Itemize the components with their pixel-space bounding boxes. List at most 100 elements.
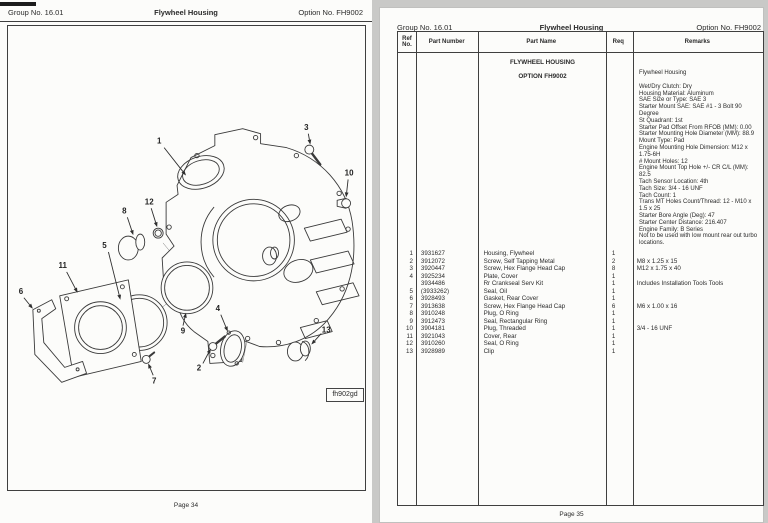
cell-remarks: M8 x 1.25 x 15 [636,257,678,265]
page-34: Group No. 16.01 Flywheel Housing Option … [0,0,372,523]
cell-part_name: Plug, O Ring [483,310,519,317]
cell-part_number: 3934486 [420,280,445,287]
cell-part_number: 3912473 [420,317,445,325]
cell-ref: 7 [409,302,413,310]
threaded-plug [336,197,352,209]
column-header: Part Number [428,38,465,45]
cell-remarks [632,340,763,348]
column-divider [416,32,417,505]
cover-plate-small [220,330,246,367]
header-rule [0,21,372,22]
cell-ref: 12 [406,340,413,347]
remarks-heading: Flywheel Housing [639,70,687,76]
cell-ref: 4 [409,272,413,280]
cell-req: 1 [611,325,616,332]
spec-line: Engine Mount Top Hole +/- CR C/L (MM): 8… [639,165,749,179]
rear-cover-plate [59,279,142,378]
callout-number: 12 [145,197,154,206]
o-ring-plug [117,233,146,261]
cell-req: 1 [611,287,616,295]
cell-part_name: Screw, Hex Flange Head Cap [483,302,566,310]
column-divider [478,32,479,505]
cell-part_name: Seal, O Ring [483,340,519,347]
callout-number: 3 [304,123,309,132]
option-number: Option No. FH9002 [298,8,363,17]
cell-req: 1 [611,340,616,347]
callout-number: 5 [102,241,107,250]
page-title: Flywheel Housing [154,8,218,17]
spec-line: Starter Mounting Hole Diameter (MM): 88.… [639,131,755,138]
spec-line: SAE Size or Type: SAE 3 [639,97,707,104]
cell-remarks [632,288,763,296]
callout-number: 6 [19,287,24,296]
spec-line: Wet/Dry Clutch: Dry [639,83,692,90]
cell-part_number: (3933262) [420,287,450,295]
cell-part_number: 3910260 [420,340,445,347]
cell-req: 1 [611,310,616,317]
flywheel-housing-body [161,128,360,364]
cell-ref: 6 [409,295,413,302]
spec-line: Trans MT Holes Count/Thread: 12 - M10 x … [639,199,752,213]
cell-remarks [632,333,763,341]
bolt-holes [166,135,351,359]
spec-line: Starter Bore Angle (Deg): 47 [639,212,715,219]
figure-id-label: fh902gd [326,388,364,402]
callout-number: 10 [345,169,354,178]
table-row: 12 3910260 Seal, O Ring 1 [398,340,763,348]
o-ring [152,227,164,239]
cell-req: 2 [611,257,616,265]
cell-ref: 2 [409,257,413,265]
cell-part_number: 3920447 [420,265,445,272]
cell-ref [398,280,416,288]
cell-ref: 9 [409,317,413,325]
cell-req: 1 [611,347,616,355]
cell-part_number: 3913638 [420,302,445,310]
cell-ref: 13 [406,347,413,355]
cell-part_number: 3925234 [420,272,445,280]
callout-number: 2 [197,363,202,372]
spec-line: Engine Family: B Series [639,226,704,233]
cell-remarks: 3/4 - 16 UNF [636,325,673,332]
option-number: Option No. FH9002 [696,23,761,32]
section-title: FLYWHEEL HOUSING [509,59,576,66]
rectangular-ring-seal [160,261,214,315]
cell-req: 8 [611,265,616,272]
cell-remarks: M12 x 1.75 x 40 [636,265,681,272]
callout-number: 1 [157,137,162,146]
table-row: 13 3928989 Clip 1 [398,348,763,356]
page-number: Page 35 [559,511,584,518]
cell-part_number: 3928989 [420,347,445,355]
cell-remarks [632,318,763,326]
cell-req: 1 [611,250,616,257]
cell-remarks: Includes Installation Tools Tools [636,280,724,287]
cell-part_name: Clip [483,347,495,355]
spec-line: Tach Sensor Location: 4th [639,178,709,185]
scan-artifact [0,2,36,6]
cell-part_name: Plug, Threaded [483,325,526,332]
cell-part_name: Housing, Flywheel [483,250,535,257]
spec-line: Starter Mount SAE: SAE #1 - 3 Bolt 90 De… [639,104,742,117]
column-divider [633,32,634,505]
spec-line: Not to be used with low mount rear out t… [639,233,758,247]
spec-line: Housing Material: Aluminum [639,90,714,97]
spec-line: Engine Mounting Hole Dimension: M12 x 1.… [639,144,748,158]
cell-remarks: M6 x 1.00 x 16 [636,302,678,310]
cell-part_name: Plate, Cover [483,272,518,280]
page-number: Page 34 [173,502,199,509]
column-header: Req [612,38,624,45]
cell-part_name: Screw, Self Tapping Metal [483,257,555,265]
cell-remarks [632,273,763,281]
cell-ref: 11 [406,332,413,340]
page-35: Group No. 16.01 Flywheel Housing Option … [379,7,764,523]
